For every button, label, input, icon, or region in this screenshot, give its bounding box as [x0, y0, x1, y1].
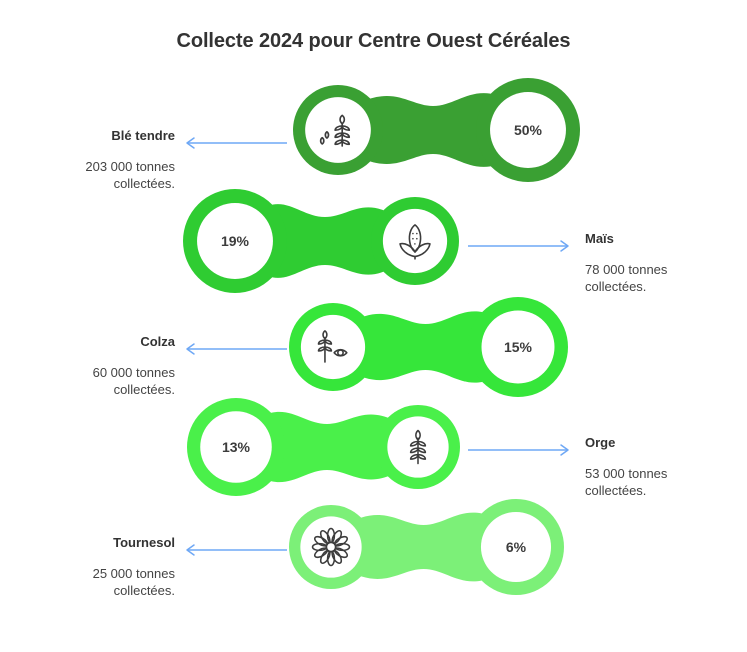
crop-name: Colza	[140, 334, 175, 349]
connector-arrow-right	[468, 239, 573, 253]
crop-name: Maïs	[585, 231, 614, 246]
dumbbell-shape	[292, 78, 582, 183]
crop-name: Blé tendre	[111, 128, 175, 143]
crop-name: Orge	[585, 435, 616, 450]
page-title: Collecte 2024 pour Centre Ouest Céréales	[176, 30, 571, 52]
connector-arrow-left	[182, 136, 287, 150]
connector-arrow-left	[182, 543, 287, 557]
dumbbell-shape	[288, 292, 573, 397]
connector-arrow-right	[468, 443, 573, 457]
dumbbell-shape	[186, 392, 471, 497]
dumbbell-shape	[288, 492, 573, 597]
connector-arrow-left	[182, 342, 287, 356]
crop-name: Tournesol	[113, 535, 175, 550]
dumbbell-shape	[182, 186, 467, 293]
